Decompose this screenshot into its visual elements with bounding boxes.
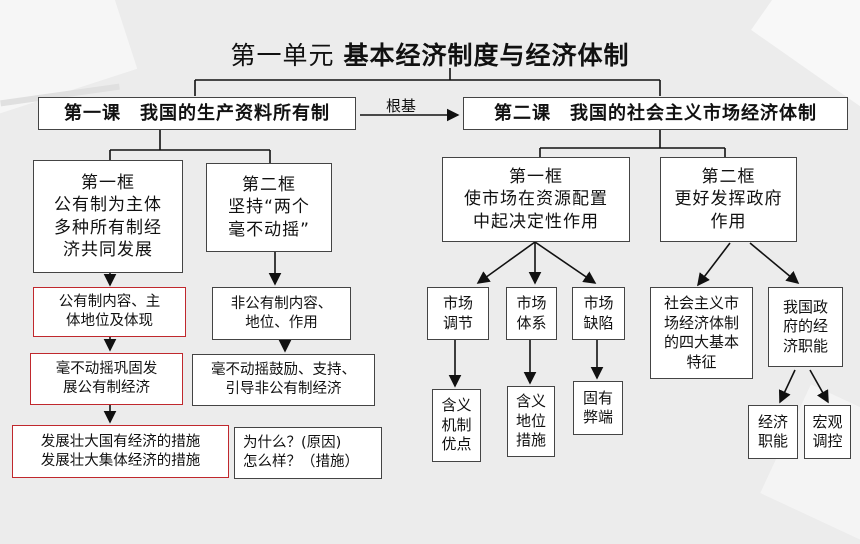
lesson1-title: 第一课 我国的生产资料所有制 (64, 102, 330, 124)
item-line: 宏观 (812, 412, 843, 431)
item-line: 府的经 (782, 317, 828, 336)
item-line: 优点 (441, 435, 472, 454)
item-line: 怎么样？（措施） (243, 454, 359, 470)
item-line: 我国政 (782, 297, 828, 316)
market-failure-detail-box: 固有 弊端 (573, 381, 623, 435)
item-line: 调控 (812, 432, 843, 450)
item-line: 含义 (515, 392, 546, 411)
lesson1-frame1-box: 第一框 公有制为主体 多种所有制经 济共同发展 (33, 160, 183, 273)
f2-item-box: 非公有制内容、 地位、作用 (212, 287, 351, 340)
frame-line: 公有制为主体 (54, 195, 162, 216)
market-system-detail-box: 含义 地位 措施 (507, 386, 555, 457)
item-line: 地位 (515, 411, 546, 430)
item-line: 公有制内容、主 (58, 294, 161, 311)
f1-item-box: 发展壮大国有经济的措施 发展壮大集体经济的措施 (12, 425, 229, 478)
gov-functions-box: 我国政 府的经 济职能 (768, 287, 843, 367)
market-system-box: 市场 体系 (506, 287, 557, 340)
item-line: 发展壮大国有经济的措施 (40, 433, 201, 450)
item-line: 经济 (757, 412, 788, 431)
frame-line: 毫不动摇” (228, 219, 310, 240)
item-line: 特征 (686, 352, 717, 371)
f1-item-box: 公有制内容、主 体地位及体现 (33, 287, 186, 337)
lesson2-frame2-box: 第二框 更好发挥政府 作用 (660, 157, 797, 242)
frame-line: 多种所有制经 (54, 217, 162, 238)
lesson2-frame1-box: 第一框 使市场在资源配置 中起决定性作用 (442, 157, 630, 242)
lesson2-title: 第二课 我国的社会主义市场经济体制 (494, 102, 817, 124)
item-line: 措施 (515, 431, 546, 450)
item-line: 毫不动摇鼓励、支持、 (211, 362, 356, 379)
frame-line: 坚持“两个 (228, 197, 310, 218)
item-line: 的四大基本 (663, 333, 739, 351)
f2-item-box: 毫不动摇鼓励、支持、 引导非公有制经济 (192, 354, 375, 406)
connector-lines (103, 68, 829, 424)
lesson1-frame2-box: 第二框 坚持“两个 毫不动摇” (206, 163, 332, 252)
item-line: 缺陷 (583, 313, 614, 332)
frame-line: 中起决定性作用 (473, 211, 599, 232)
item-line: 非公有制内容、 (230, 295, 333, 312)
item-line: 体系 (516, 313, 547, 332)
item-line: 机制 (441, 415, 472, 434)
item-line: 含义 (441, 396, 472, 415)
item-line: 调节 (442, 313, 473, 332)
title-unit: 第一单元 (230, 41, 344, 70)
item-line: 毫不动摇巩固发 (55, 361, 158, 378)
item-line: 场经济体制 (663, 313, 739, 332)
market-adjust-box: 市场 调节 (427, 287, 489, 340)
frame-line: 济共同发展 (63, 239, 153, 260)
item-line: 市场 (442, 294, 473, 312)
frame-line: 第二框 (242, 175, 296, 196)
page-title: 第一单元 基本经济制度与经济体制 (0, 36, 860, 72)
lesson2-box: 第二课 我国的社会主义市场经济体制 (463, 97, 848, 130)
item-line: 市场 (516, 294, 547, 312)
frame-line: 使市场在资源配置 (464, 189, 608, 210)
market-adjust-detail-box: 含义 机制 优点 (432, 389, 481, 462)
item-line: 固有 (582, 388, 613, 407)
item-line: 济职能 (782, 336, 828, 355)
item-line: 市场 (583, 294, 614, 312)
item-line: 体地位及体现 (66, 313, 153, 329)
f1-item-box: 毫不动摇巩固发 展公有制经济 (30, 353, 183, 405)
frame-line: 第二框 (701, 167, 756, 188)
gov-macro-control-box: 宏观 调控 (804, 405, 851, 459)
lesson1-box: 第一课 我国的生产资料所有制 (38, 97, 356, 130)
item-line: 发展壮大集体经济的措施 (40, 452, 201, 469)
gov-economic-function-box: 经济 职能 (748, 405, 798, 459)
item-line: 地位、作用 (245, 314, 318, 331)
gov-features-box: 社会主义市 场经济体制 的四大基本 特征 (650, 287, 753, 379)
item-line: 为什么？(原因) (243, 435, 342, 452)
item-line: 职能 (757, 432, 788, 450)
frame-line: 作用 (710, 211, 747, 232)
item-line: 社会主义市 (663, 294, 739, 312)
connector-label: 根基 (386, 97, 417, 115)
frame-line: 第一框 (509, 167, 563, 188)
item-line: 引导非公有制经济 (225, 381, 342, 397)
item-line: 展公有制经济 (63, 380, 150, 396)
question-box: 为什么？(原因) 怎么样？（措施） (234, 427, 382, 479)
frame-line: 第一框 (81, 173, 135, 194)
market-failure-box: 市场 缺陷 (572, 287, 625, 340)
title-topic: 基本经济制度与经济体制 (343, 41, 630, 70)
item-line: 弊端 (582, 408, 613, 426)
frame-line: 更好发挥政府 (674, 189, 783, 210)
